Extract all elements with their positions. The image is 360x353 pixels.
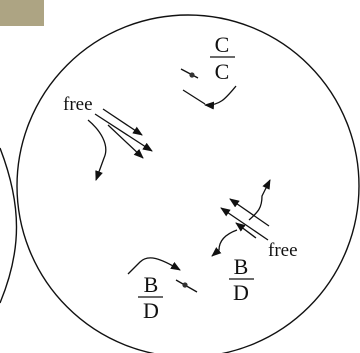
cc-fraction-denominator: C — [215, 59, 230, 84]
cc-particle-dot — [189, 72, 195, 78]
free-arrow-bottom-2 — [229, 198, 270, 227]
cc-fraction-numerator: C — [215, 32, 230, 57]
main-circle — [16, 14, 360, 353]
cc-outgoing-arrow — [204, 85, 237, 110]
free-label-bottom: free — [268, 240, 298, 261]
photo-corner — [0, 0, 44, 26]
free-label-top: free — [63, 94, 93, 115]
bd-particle-dot — [182, 282, 188, 288]
bd-mid-fraction-denominator: D — [233, 280, 249, 305]
curved-arrow-middle — [211, 229, 238, 257]
curved-arrow-bottom-right — [248, 179, 271, 221]
bd-mid-fraction-numerator: B — [234, 254, 249, 279]
left-circle-arc — [0, 147, 18, 304]
bd-left-fraction-denominator: D — [143, 298, 159, 323]
bd-incoming-curve — [127, 257, 181, 275]
curved-arrow-top-left — [87, 119, 107, 181]
bd-left-fraction-numerator: B — [144, 272, 159, 297]
free-arrow-top-3 — [107, 124, 144, 159]
free-arrow-top-1 — [94, 113, 153, 152]
free-arrow-bottom-3 — [235, 222, 257, 239]
free-arrow-bottom-1 — [220, 207, 269, 241]
cc-curve-tail — [182, 89, 206, 105]
cc-incoming-line — [180, 68, 199, 79]
free-arrow-top-2 — [102, 108, 143, 136]
photo-corner-highlight — [0, 0, 44, 26]
